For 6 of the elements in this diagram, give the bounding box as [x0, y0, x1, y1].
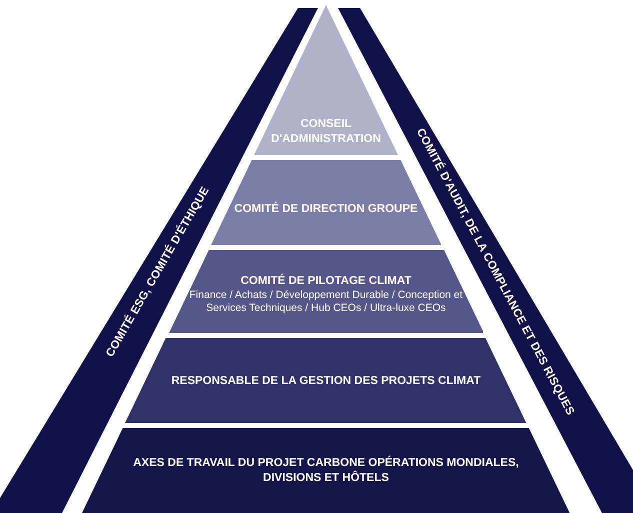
tier-title: AXES DE TRAVAIL DU PROJET CARBONE OPÉRATIONS MONDIALES, DIVISIONS ET HÔTELS — [132, 456, 520, 486]
tier-title: COMITÉ DE DIRECTION GROUPE — [234, 202, 418, 216]
tier-title: RESPONSABLE DE LA GESTION DES PROJETS CLIMAT — [171, 374, 481, 388]
tier-description: Finance / Achats / Développement Durable / Conception et Services Techniques / Hub CEOs / Ultra-luxe CEOs — [188, 288, 464, 314]
tier-title: CONSEIL D'ADMINISTRATION — [270, 117, 382, 147]
tier-title: COMITÉ DE PILOTAGE CLIMAT — [240, 274, 412, 288]
